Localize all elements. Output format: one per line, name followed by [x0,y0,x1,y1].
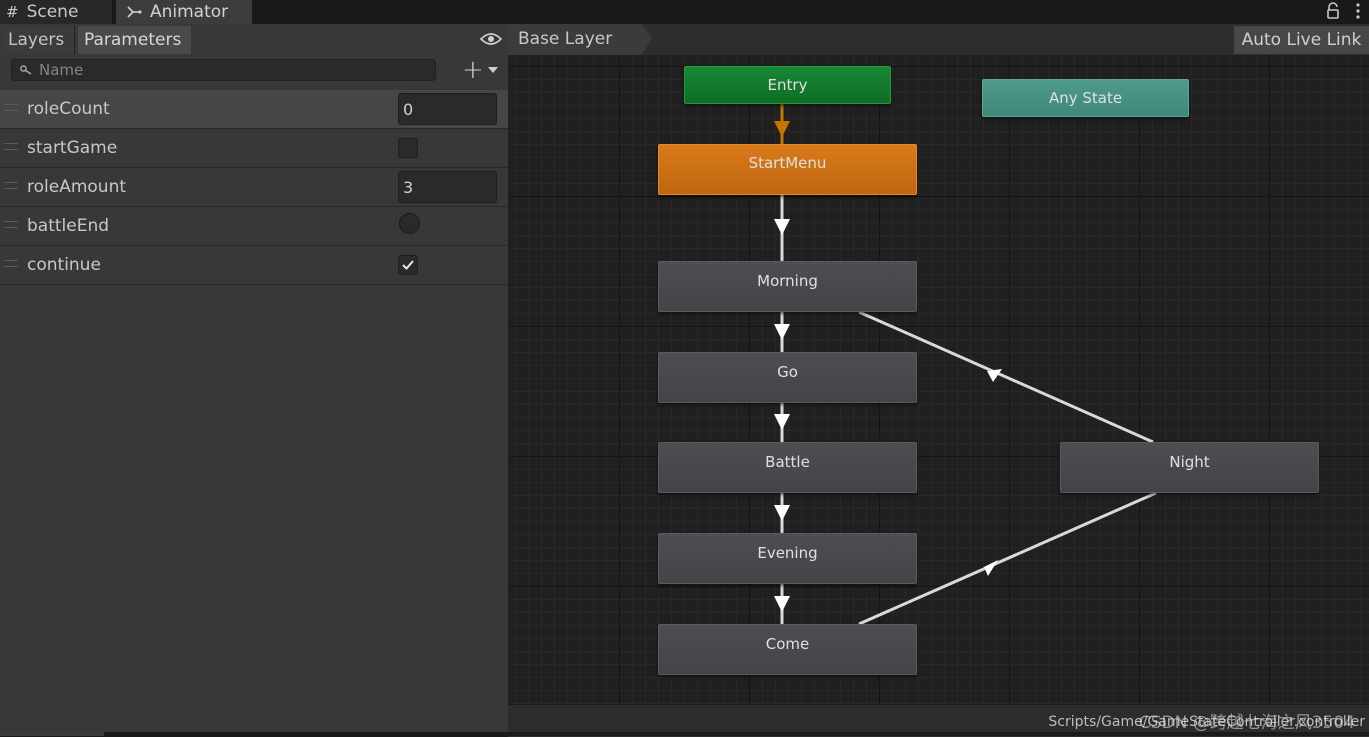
parameter-row[interactable]: battleEnd [0,207,508,246]
transition-arrow [987,369,1002,382]
auto-live-link-button[interactable]: Auto Live Link [1234,26,1369,54]
state-node-evening[interactable]: Evening [658,533,917,584]
breadcrumb-base-layer[interactable]: Base Layer [508,24,642,55]
transition-arrow [774,324,790,340]
parameter-row[interactable]: roleCount [0,90,508,129]
state-node-entry[interactable]: Entry [684,66,891,104]
graph-canvas[interactable]: Entry Any State StartMenu Morning Go Bat… [510,55,1369,704]
drag-handle-icon[interactable] [4,143,18,150]
plus-icon: + [462,55,484,85]
search-box [11,59,436,81]
parameter-bool-checkbox[interactable] [398,138,418,158]
parameter-name: continue [27,255,101,275]
parameter-int-field[interactable] [398,93,497,125]
parameter-name: battleEnd [27,216,110,236]
status-bar: Scripts/Game/GameStateController.control… [508,704,1369,737]
transition-layer [774,104,1157,626]
drag-handle-icon[interactable] [4,182,18,189]
drag-handle-icon[interactable] [4,104,18,111]
breadcrumb-arrow [642,24,652,54]
tab-layers[interactable]: Layers [2,26,75,54]
bottom-strip-tab [0,732,104,736]
state-node-battle[interactable]: Battle [658,442,917,493]
checkmark-icon [402,260,414,270]
tab-scene-label: Scene [26,2,79,22]
state-node-startmenu[interactable]: StartMenu [658,144,917,195]
chevron-down-icon [487,67,498,73]
animator-icon [127,6,142,18]
state-node-night[interactable]: Night [1060,442,1319,493]
tab-animator[interactable]: Animator [116,0,252,24]
state-node-go[interactable]: Go [658,352,917,403]
watermark: CSDN @跨越七海之风3504 [1138,713,1355,733]
kebab-menu-icon[interactable] [1353,2,1363,20]
transition-line[interactable] [858,310,1154,444]
parameter-int-field[interactable] [398,171,497,203]
parameter-name: roleCount [27,99,110,119]
tab-animator-label: Animator [150,2,229,22]
tab-parameters[interactable]: Parameters [78,26,191,54]
search-input[interactable] [39,60,429,80]
transition-arrow [984,560,998,576]
parameter-row[interactable]: roleAmount [0,168,508,207]
grid-hash-icon: # [6,3,19,21]
state-node-any-state[interactable]: Any State [982,79,1189,117]
tab-scene[interactable]: # Scene [0,0,112,24]
transition-arrow [774,505,790,521]
search-icon [20,65,32,75]
layers-parameters-tabs: Layers Parameters [0,24,508,55]
drag-handle-icon[interactable] [4,260,18,267]
graph-header: Base Layer Auto Live Link [508,24,1369,55]
transition-arrow [774,596,790,612]
parameter-row[interactable]: startGame [0,129,508,168]
transition-arrow [774,219,790,235]
lock-icon[interactable] [1325,2,1341,20]
bottom-strip [0,732,1369,736]
parameter-name: startGame [27,138,118,158]
transition-arrow [774,121,790,137]
transition-line[interactable] [858,491,1157,626]
transition-arrow [774,414,790,430]
controller-path: Scripts/Game/GameStateController.control… [1048,714,1365,730]
animator-graph-panel: Base Layer Auto Live Link [508,24,1369,737]
parameter-row[interactable]: continue [0,246,508,285]
state-node-morning[interactable]: Morning [658,261,917,312]
parameter-bool-checkbox[interactable] [398,255,418,275]
parameter-name: roleAmount [27,177,127,197]
parameter-list: roleCount startGame roleAmount battleEnd… [0,90,508,285]
eye-icon[interactable] [480,32,502,46]
search-row: + [0,55,508,86]
add-parameter-button[interactable]: + [462,55,502,85]
parameters-panel: Layers Parameters + roleCount [0,24,508,736]
drag-handle-icon[interactable] [4,221,18,228]
state-node-come[interactable]: Come [658,624,917,675]
window-tab-bar: # Scene Animator [0,0,1369,24]
parameter-trigger-radio[interactable] [399,213,420,234]
